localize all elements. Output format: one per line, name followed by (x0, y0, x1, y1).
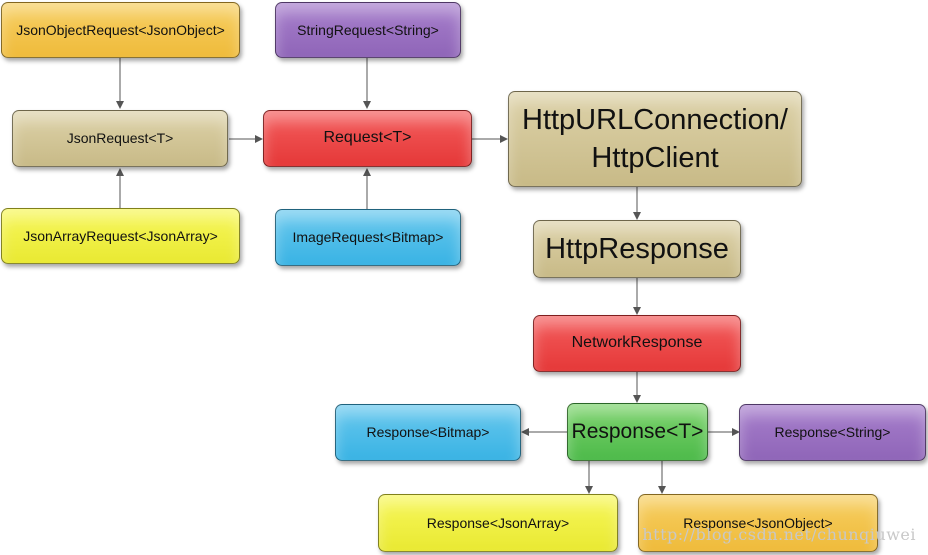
node-response-json-array: Response<JsonArray> (378, 494, 618, 552)
node-http-response: HttpResponse (533, 220, 741, 278)
watermark-text: http://blog.csdn.net/chunqiuwei (642, 525, 916, 544)
node-response-generic: Response<T> (567, 403, 708, 461)
node-string-request: StringRequest<String> (275, 2, 461, 58)
node-image-request: ImageRequest<Bitmap> (275, 209, 461, 266)
node-json-array-request: JsonArrayRequest<JsonArray> (1, 208, 240, 264)
node-json-object-request: JsonObjectRequest<JsonObject> (1, 2, 240, 58)
node-request: Request<T> (263, 110, 472, 167)
node-response-json-object: Response<JsonObject> (638, 494, 878, 552)
node-response-string: Response<String> (739, 404, 926, 461)
node-json-request: JsonRequest<T> (12, 110, 228, 167)
node-http-connection: HttpURLConnection/ HttpClient (508, 91, 802, 187)
node-response-bitmap: Response<Bitmap> (335, 404, 521, 461)
node-network-response: NetworkResponse (533, 315, 741, 372)
